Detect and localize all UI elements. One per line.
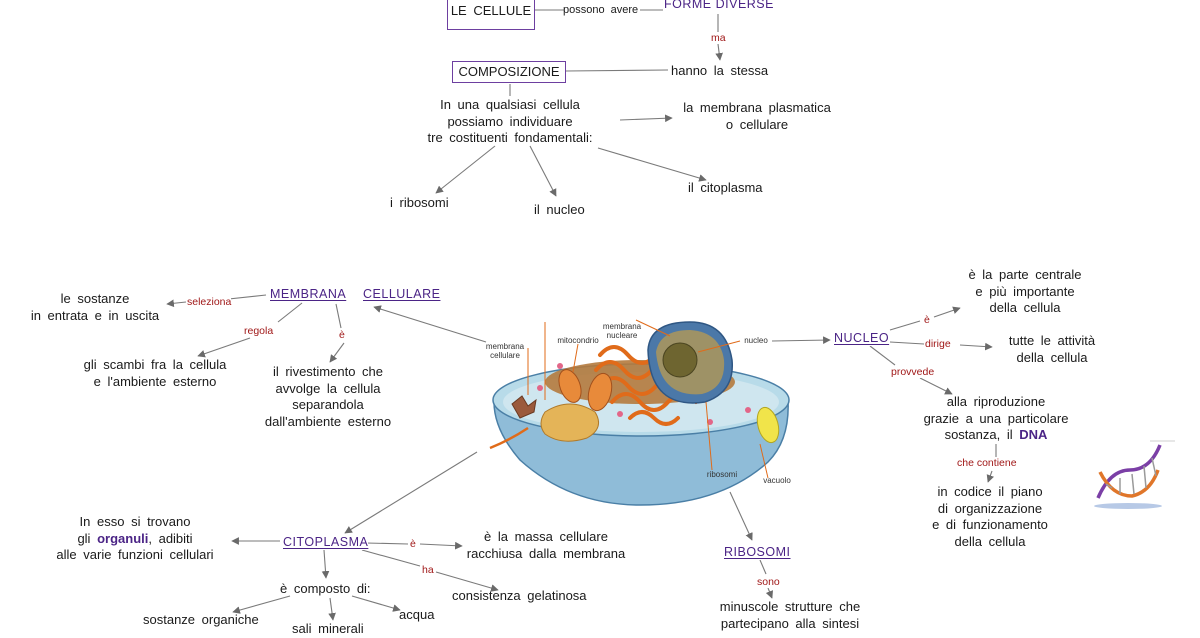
cell-label-ribosomi: ribosomi — [706, 470, 738, 479]
sali-minerali-text: sali minerali — [292, 621, 364, 636]
membrana-e-link: è — [339, 329, 345, 341]
nucleo-text: il nucleo — [534, 202, 585, 217]
membrana-concept: MEMBRANA — [270, 287, 347, 302]
forme-diverse-concept: FORME DIVERSE — [664, 0, 774, 12]
cell-label-nucleo: nucleo — [744, 336, 768, 345]
che-contiene-link: che contiene — [957, 457, 1017, 469]
sono-link: sono — [757, 576, 780, 588]
organuli-term: organuli — [97, 530, 149, 546]
dna-term: DNA — [1019, 427, 1048, 442]
cell-label-mitocondrio: mitocondrio — [557, 336, 599, 345]
hanno-la-stessa-text: hanno la stessa — [671, 63, 769, 78]
dna-helix-icon — [1094, 440, 1175, 509]
ha-link: ha — [422, 564, 434, 576]
provvede-link: provvede — [891, 366, 935, 378]
citoplasma-text: il citoplasma — [688, 180, 763, 195]
cell-label-vacuolo: vacuolo — [763, 476, 791, 485]
ribosomi-text: i ribosomi — [390, 195, 449, 210]
cellulare-concept: CELLULARE — [363, 287, 441, 302]
composizione-box: COMPOSIZIONE — [452, 61, 566, 83]
sostanze-organiche-text: sostanze organiche — [143, 612, 259, 627]
riproduzione-text: alla riproduzione grazie a una particola… — [923, 394, 1069, 442]
nucleo-e-link: è — [924, 314, 930, 326]
consistenza-text: consistenza gelatinosa — [452, 588, 587, 603]
possono-avere-link: possono avere — [563, 4, 639, 16]
composto-text: è composto di: — [280, 581, 371, 596]
acqua-text: acqua — [399, 607, 435, 622]
nucleo-concept: NUCLEO — [834, 331, 890, 346]
citoplasma-e-link: è — [410, 538, 416, 550]
ribosomi-concept: RIBOSOMI — [724, 545, 791, 560]
citoplasma-concept: CITOPLASMA — [283, 535, 369, 550]
dirige-link: dirige — [925, 338, 951, 350]
animal-cell-icon — [489, 319, 790, 506]
cells-box: LE CELLULE — [447, 0, 535, 30]
regola-link: regola — [244, 325, 274, 337]
organuli-text: In esso si trovano gli organuli, adibiti… — [56, 514, 214, 562]
ma-link: ma — [711, 32, 726, 44]
seleziona-link: seleziona — [187, 296, 232, 308]
